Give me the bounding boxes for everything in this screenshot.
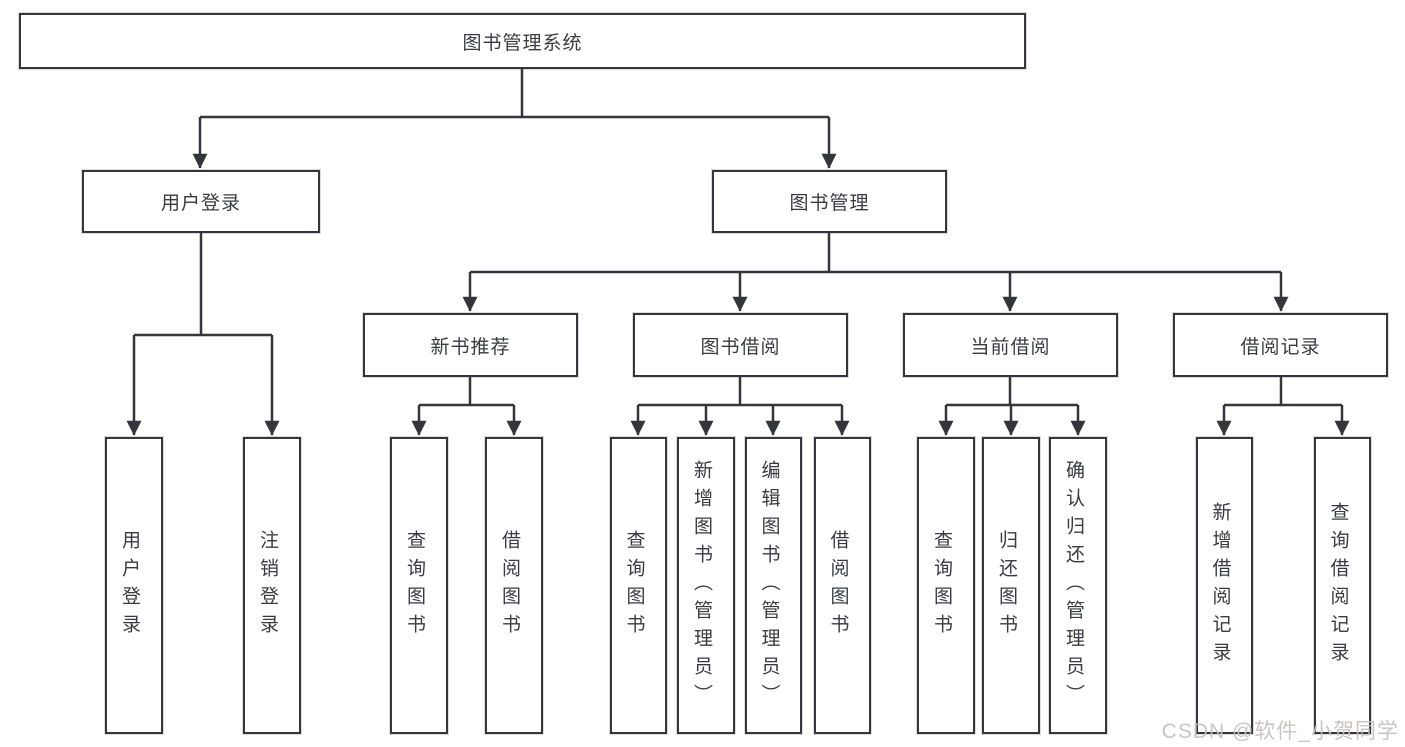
node-leaf-recommend-query-book-label: 查询图书 xyxy=(404,529,425,642)
node-root: 图书管理系统 xyxy=(19,13,1026,69)
node-leaf-query-borrow-record-label: 查询借阅记录 xyxy=(1327,501,1349,670)
node-root-label: 图书管理系统 xyxy=(462,32,583,54)
node-user-login-label: 用户登录 xyxy=(160,193,241,214)
node-leaf-borrow-query-book-label: 查询图书 xyxy=(623,529,645,642)
node-leaf-borrow-book: 借阅图书 xyxy=(814,437,871,734)
node-current-borrow: 当前借阅 xyxy=(903,313,1118,377)
node-leaf-borrow-query-book: 查询图书 xyxy=(610,437,667,734)
node-book-borrow: 图书借阅 xyxy=(633,313,848,377)
node-leaf-return-book-label: 归还图书 xyxy=(996,529,1017,642)
node-book-borrow-label: 图书借阅 xyxy=(700,336,781,358)
node-leaf-logout: 注销登录 xyxy=(243,437,301,734)
node-leaf-add-book-admin-label: 新增图书（管理员） xyxy=(691,459,712,712)
node-leaf-edit-book-admin: 编辑图书（管理员） xyxy=(745,437,802,734)
node-leaf-confirm-return-admin-label: 确认归还（管理员） xyxy=(1063,459,1084,712)
node-leaf-add-borrow-record-label: 新增借阅记录 xyxy=(1209,501,1231,670)
node-leaf-current-query-book: 查询图书 xyxy=(917,437,975,734)
node-leaf-user-login-label: 用户登录 xyxy=(119,529,140,642)
node-leaf-query-borrow-record: 查询借阅记录 xyxy=(1314,437,1371,734)
node-leaf-add-borrow-record: 新增借阅记录 xyxy=(1196,437,1253,734)
node-current-borrow-label: 当前借阅 xyxy=(970,336,1051,358)
node-book-management-label: 图书管理 xyxy=(789,193,870,214)
node-leaf-user-login: 用户登录 xyxy=(105,437,163,734)
node-leaf-add-book-admin: 新增图书（管理员） xyxy=(677,437,735,734)
node-leaf-return-book: 归还图书 xyxy=(982,437,1040,734)
node-leaf-recommend-borrow-book-label: 借阅图书 xyxy=(499,529,520,642)
node-leaf-recommend-query-book: 查询图书 xyxy=(390,437,448,734)
node-user-login: 用户登录 xyxy=(82,170,320,233)
node-leaf-edit-book-admin-label: 编辑图书（管理员） xyxy=(758,459,780,712)
node-leaf-borrow-book-label: 借阅图书 xyxy=(827,529,849,642)
node-leaf-logout-label: 注销登录 xyxy=(257,529,278,642)
node-book-management: 图书管理 xyxy=(712,170,947,233)
node-leaf-current-query-book-label: 查询图书 xyxy=(931,529,952,642)
node-borrow-records: 借阅记录 xyxy=(1173,313,1388,377)
node-new-book-recommend: 新书推荐 xyxy=(363,313,578,377)
node-new-book-recommend-label: 新书推荐 xyxy=(430,336,511,358)
csdn-watermark: CSDN @软件_小贺同学 xyxy=(1161,720,1399,743)
node-leaf-recommend-borrow-book: 借阅图书 xyxy=(485,437,543,734)
node-borrow-records-label: 借阅记录 xyxy=(1240,336,1321,358)
node-leaf-confirm-return-admin: 确认归还（管理员） xyxy=(1049,437,1107,734)
